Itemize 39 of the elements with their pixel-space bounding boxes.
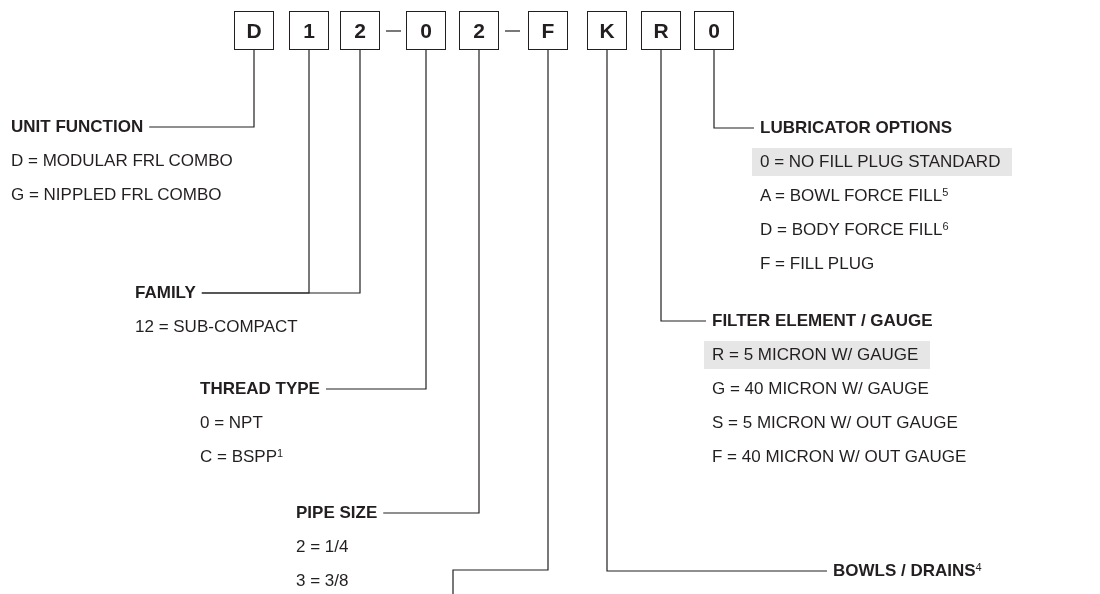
option-heading: UNIT FUNCTION [11,117,144,137]
option-heading: BOWLS / DRAINS$^{4}$ [833,561,982,581]
code-character-box: D [234,11,274,50]
option-heading: PIPE SIZE [296,503,378,523]
leader-line [382,49,480,514]
code-character-box: F [528,11,568,50]
code-character-box: 2 [459,11,499,50]
leader-line [606,49,828,572]
leader-line [325,49,427,390]
leader-line [201,49,361,294]
option-heading: LUBRICATOR OPTIONS [760,118,953,138]
option-text: D = BODY FORCE FILL$^{6}$ [760,220,950,240]
code-character-box: K [587,11,627,50]
option-text: A = BOWL FORCE FILL$^{5}$ [760,186,950,206]
option-heading: THREAD TYPE [200,379,320,399]
code-character-box: 2 [340,11,380,50]
leader-line [713,49,755,129]
option-heading: FILTER ELEMENT / GAUGE [712,311,933,331]
leader-line [148,49,255,128]
option-text: G = 40 MICRON W/ GAUGE [712,379,930,399]
leader-line [452,49,549,594]
option-text: G = NIPPLED FRL COMBO [11,185,223,205]
code-character-box: 1 [289,11,329,50]
leader-line [660,49,707,322]
option-text: 12 = SUB-COMPACT [135,317,298,337]
option-text: F = 40 MICRON W/ OUT GAUGE [712,447,967,467]
code-character-box: R [641,11,681,50]
option-text: 0 = NPT [200,413,264,433]
option-text: 3 = 3/8 [296,571,349,591]
code-character-box: 0 [406,11,446,50]
option-text: S = 5 MICRON W/ OUT GAUGE [712,413,959,433]
option-text: R = 5 MICRON W/ GAUGE [704,341,931,369]
option-text: F = FILL PLUG [760,254,876,274]
code-character-box: 0 [694,11,734,50]
option-text: 2 = 1/4 [296,537,349,557]
option-heading: FAMILY [135,283,196,303]
option-text: C = BSPP$^{1}$ [200,447,284,467]
option-text: 0 = NO FILL PLUG STANDARD [752,148,1013,176]
option-text: D = MODULAR FRL COMBO [11,151,234,171]
